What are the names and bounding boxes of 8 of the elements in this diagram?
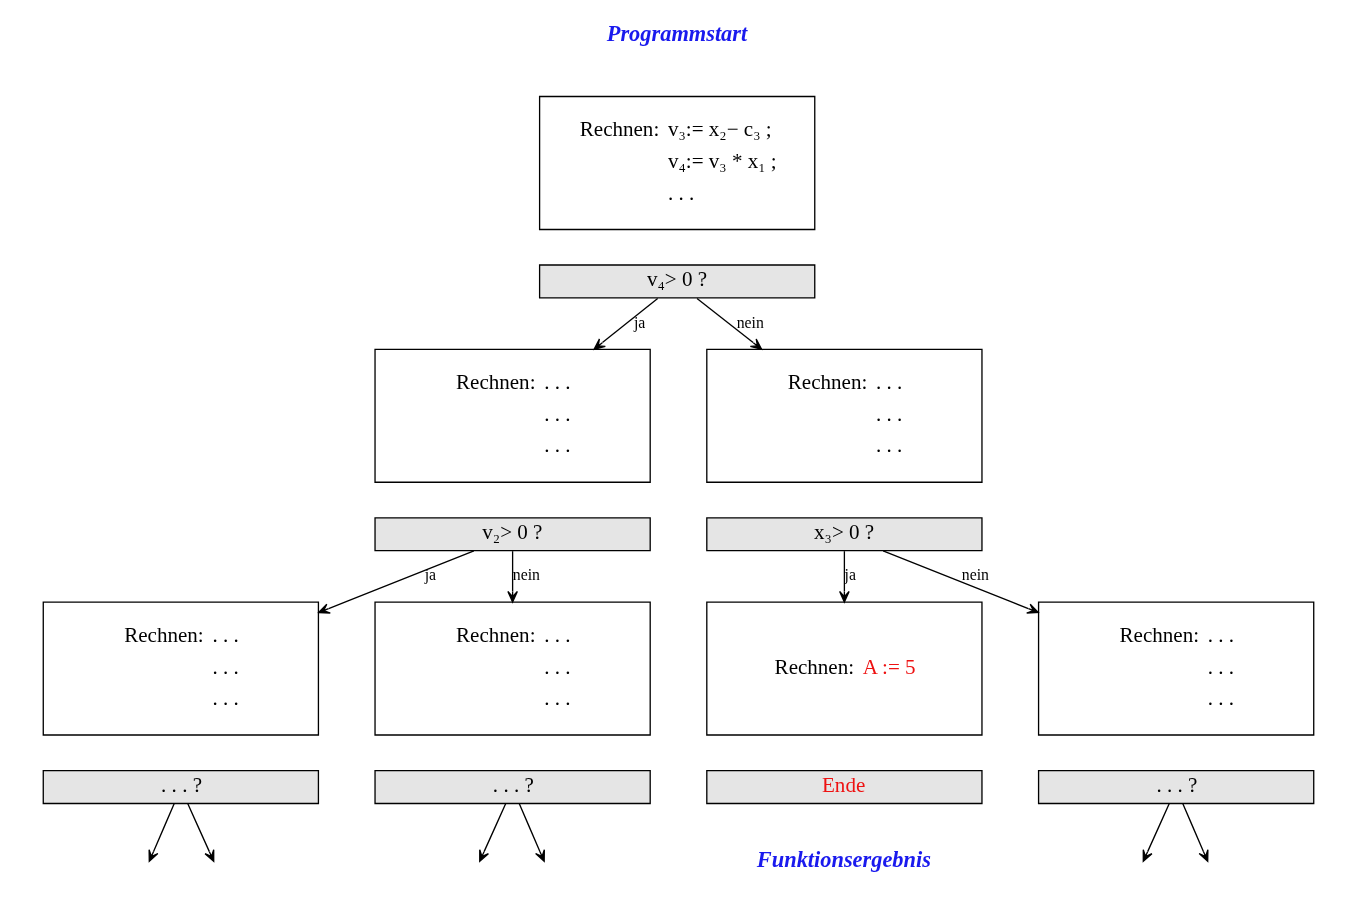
edge-label: ja [424,566,436,584]
node-label: Funktionsergebnis [756,846,931,872]
edge-label: nein [512,566,540,584]
node-label: Programmstart [606,21,747,47]
edge-label: nein [961,566,989,584]
edge-label: ja [633,313,645,331]
edge-label: nein [736,313,764,331]
edge-label: ja [844,566,856,584]
